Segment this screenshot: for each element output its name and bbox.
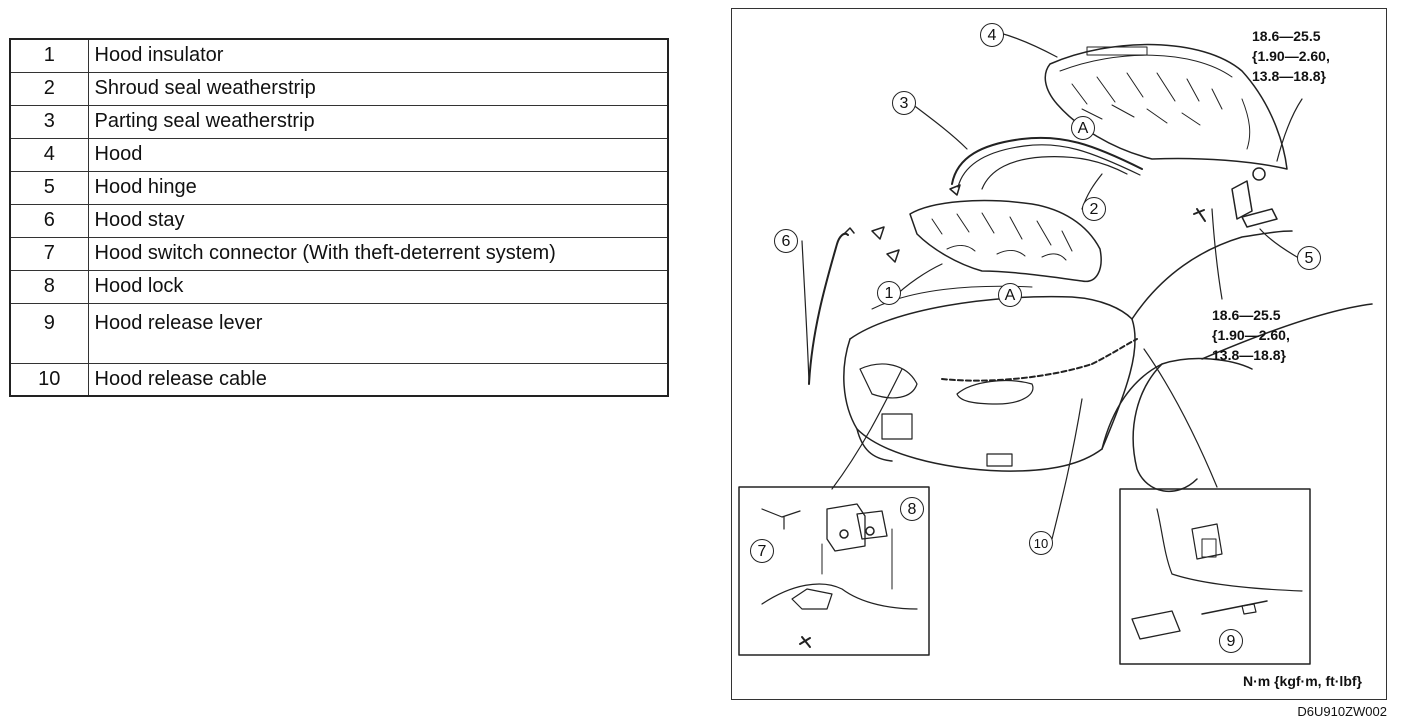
table-row: 7 Hood switch connector (With theft-dete… (9, 236, 669, 271)
callout-2: 2 (1082, 197, 1106, 221)
hood-shape (1044, 43, 1288, 170)
callout-4: 4 (980, 23, 1004, 47)
leader-lines (801, 32, 1303, 540)
callout-5: 5 (1297, 246, 1321, 270)
clip-shapes (871, 184, 961, 263)
part-number: 3 (9, 104, 89, 139)
part-number: 2 (9, 71, 89, 106)
torque-spec-lower: 18.6—25.5 {1.90—2.60, 13.8—18.8} (1212, 307, 1290, 363)
parts-table: 1 Hood insulator 2 Shroud seal weatherst… (9, 38, 669, 397)
hood-lock-inset (738, 486, 930, 656)
hood-hinge-shape (1193, 167, 1278, 228)
hood-insulator-shape (909, 199, 1102, 283)
part-number: 6 (9, 203, 89, 238)
table-row: 2 Shroud seal weatherstrip (9, 71, 669, 106)
callout-6: 6 (774, 229, 798, 253)
part-number: 7 (9, 236, 89, 271)
part-number: 5 (9, 170, 89, 205)
part-name: Hood release cable (87, 362, 669, 397)
hood-diagram: 4 3 2 1 5 6 7 8 9 10 A A 18.6—25.5 {1.90… (731, 8, 1387, 700)
part-number: 1 (9, 38, 89, 73)
part-name: Hood insulator (87, 38, 669, 73)
torque-units: N·m {kgf·m, ft·lbf} (1243, 673, 1362, 689)
callout-a-lower: A (998, 283, 1022, 307)
part-name: Shroud seal weatherstrip (87, 71, 669, 106)
callout-7: 7 (750, 539, 774, 563)
torque-spec-upper: 18.6—25.5 {1.90—2.60, 13.8—18.8} (1252, 28, 1330, 84)
part-number: 9 (9, 302, 89, 364)
weatherstrip-shapes (951, 136, 1143, 190)
release-lever-inset (1119, 488, 1311, 665)
callout-a-upper: A (1071, 116, 1095, 140)
hood-illustration (738, 32, 1373, 665)
table-row: 4 Hood (9, 137, 669, 172)
part-name: Hood (87, 137, 669, 172)
part-number: 4 (9, 137, 89, 172)
callout-8: 8 (900, 497, 924, 521)
part-number: 10 (9, 362, 89, 397)
part-name: Hood switch connector (With theft-deterr… (87, 236, 669, 271)
part-name: Parting seal weatherstrip (87, 104, 669, 139)
part-name: Hood lock (87, 269, 669, 304)
part-name: Hood stay (87, 203, 669, 238)
part-name: Hood hinge (87, 170, 669, 205)
callout-3: 3 (892, 91, 916, 115)
table-row: 9 Hood release lever (9, 302, 669, 364)
part-number: 8 (9, 269, 89, 304)
part-name: Hood release lever (87, 302, 669, 364)
table-row: 6 Hood stay (9, 203, 669, 238)
table-row: 3 Parting seal weatherstrip (9, 104, 669, 139)
car-body-shape (843, 230, 1373, 493)
hood-stay-shape (808, 227, 855, 385)
callout-10: 10 (1029, 531, 1053, 555)
table-row: 10 Hood release cable (9, 362, 669, 397)
table-row: 8 Hood lock (9, 269, 669, 304)
table-row: 1 Hood insulator (9, 38, 669, 73)
figure-code: D6U910ZW002 (1297, 704, 1387, 719)
callout-1: 1 (877, 281, 901, 305)
table-row: 5 Hood hinge (9, 170, 669, 205)
callout-9: 9 (1219, 629, 1243, 653)
